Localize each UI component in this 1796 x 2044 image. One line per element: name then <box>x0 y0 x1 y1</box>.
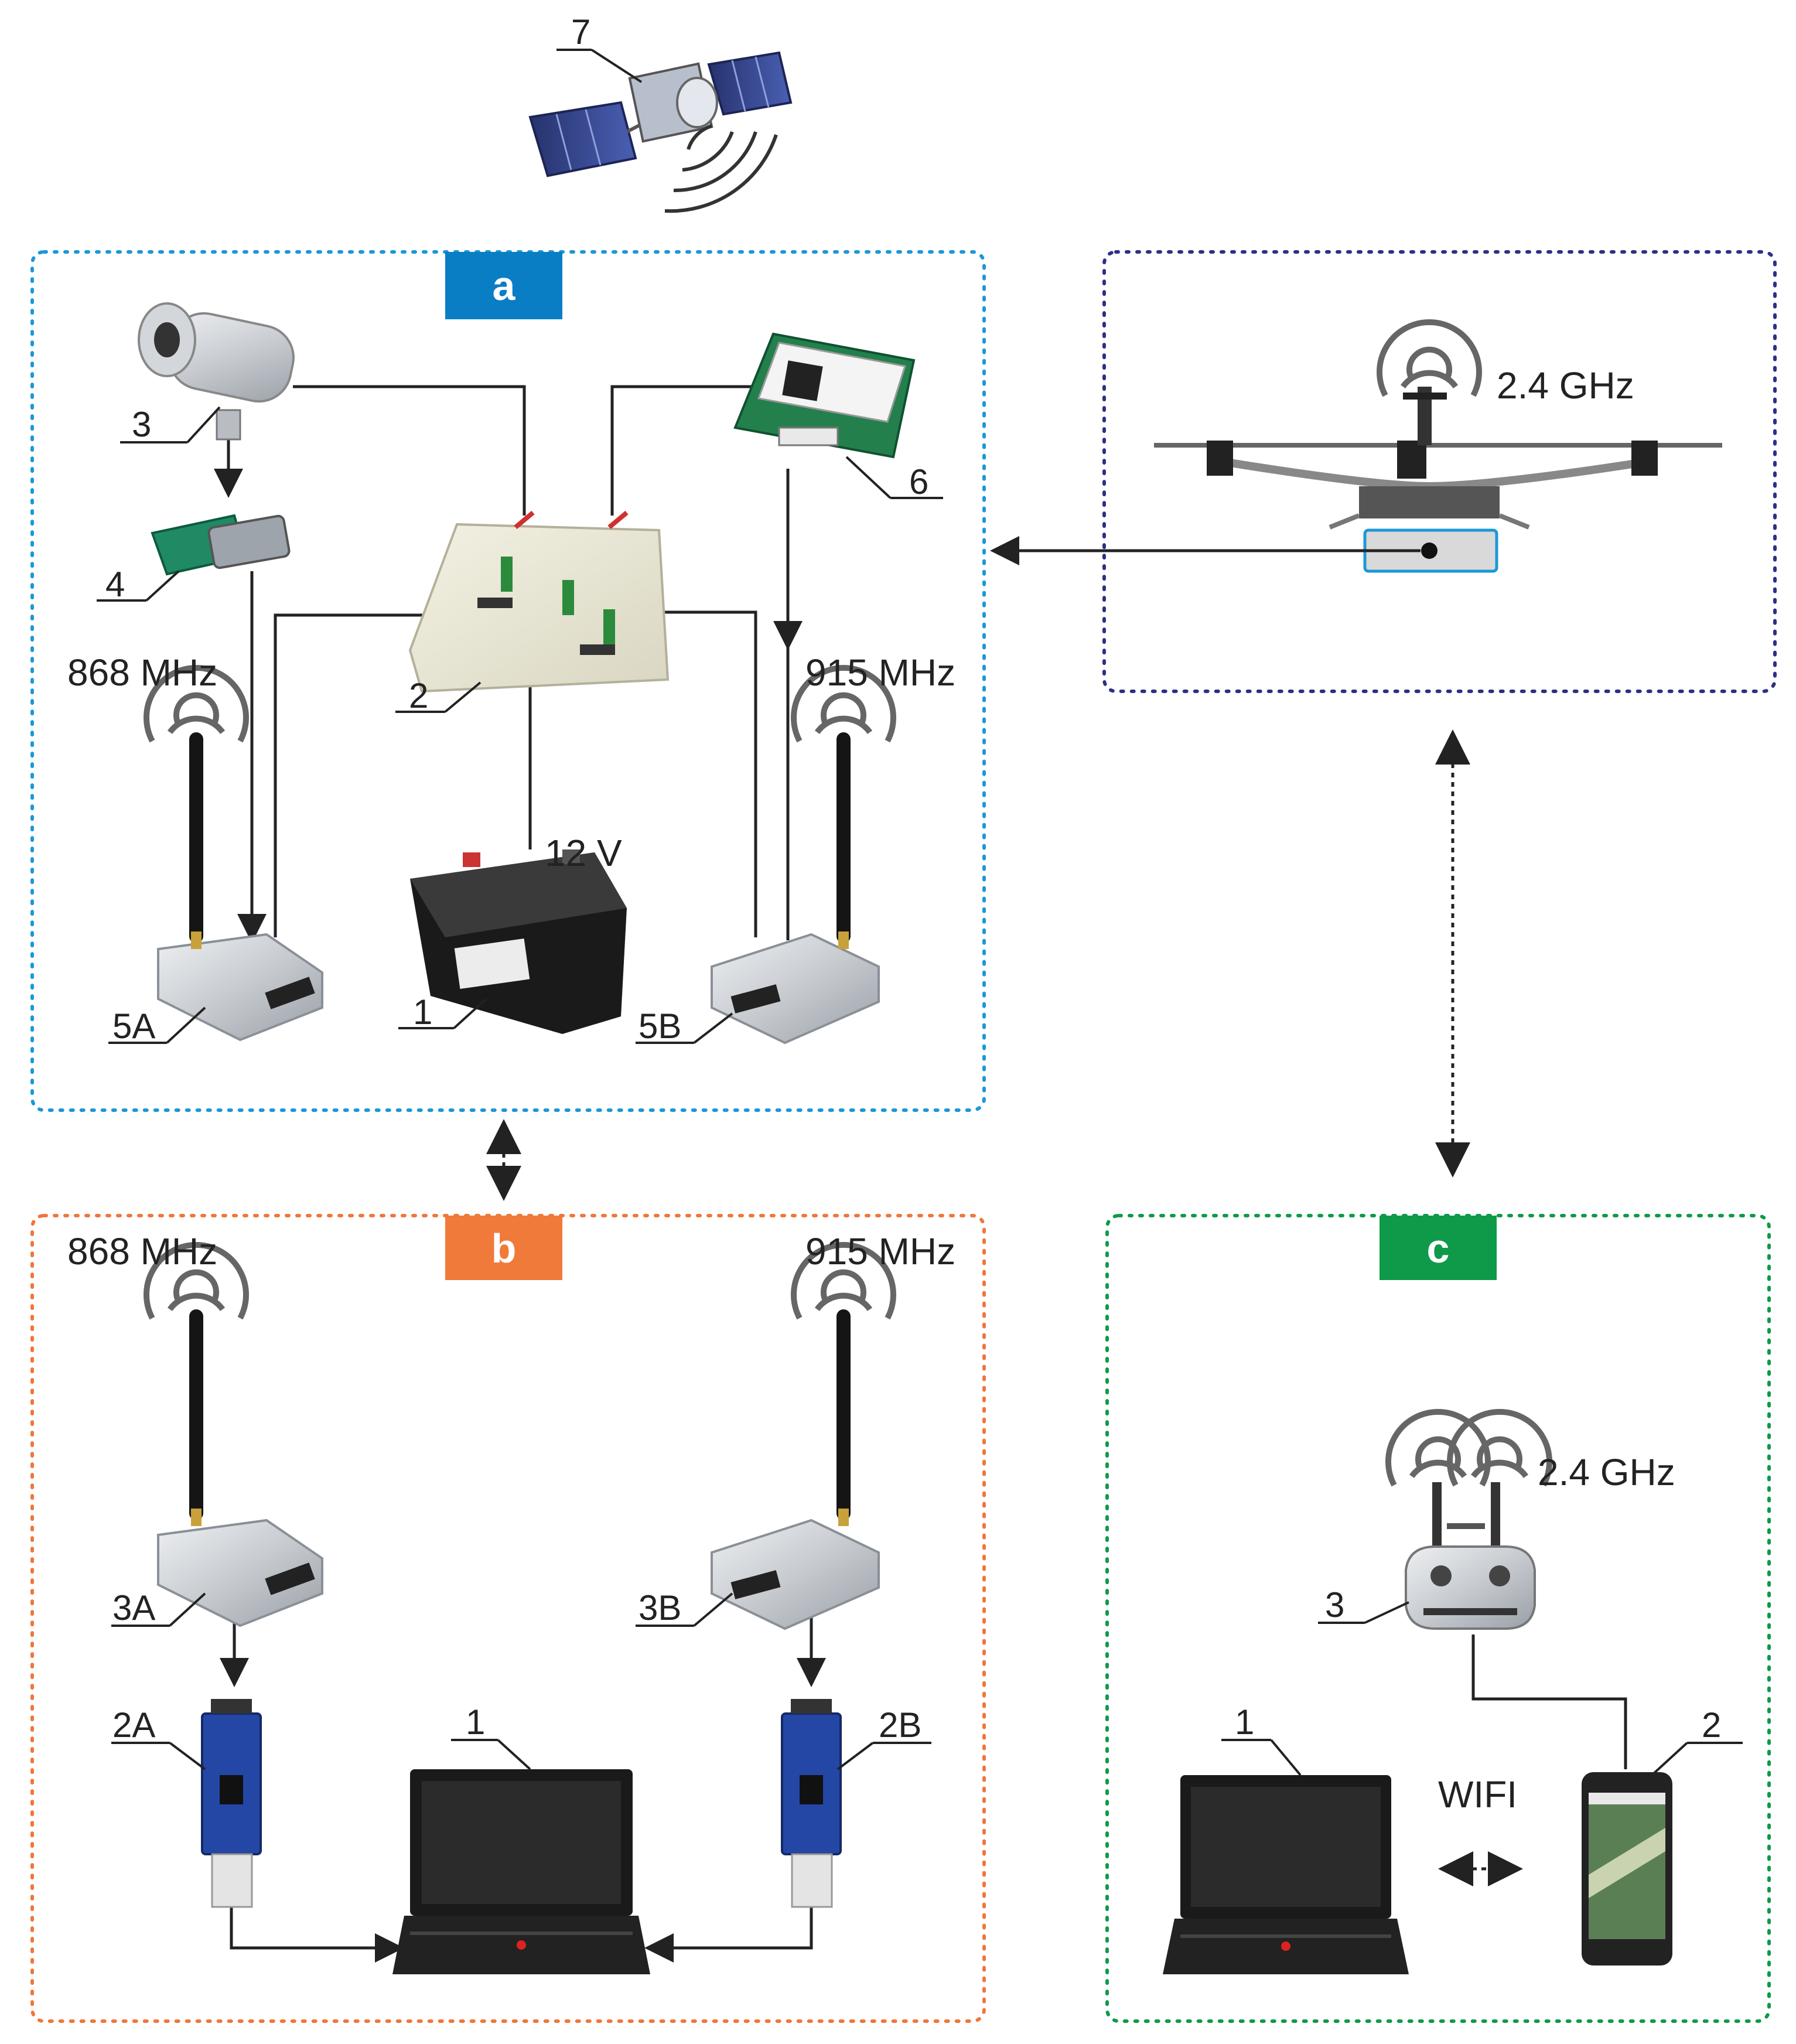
freq-868-b: 868 MHz <box>67 1230 217 1272</box>
label-controller-board: 2 <box>409 676 428 715</box>
label-radio-5a: 5A <box>112 1006 155 1046</box>
remote-to-phone-wire <box>1471 1634 1627 1769</box>
freq-915-a: 915 MHz <box>805 651 955 694</box>
laptop-b-icon <box>392 1769 650 1974</box>
label-usb-2a: 2A <box>112 1705 155 1745</box>
panel-b-badge-label: b <box>491 1226 517 1271</box>
radio-module-5a-icon <box>157 732 323 1042</box>
label-radio-3a: 3A <box>112 1588 155 1627</box>
radio-module-5b-icon <box>711 732 880 1045</box>
panel-a-badge-label: a <box>493 263 516 309</box>
gps-module-icon <box>733 332 916 459</box>
satellite-label: 7 <box>571 12 590 52</box>
usb-adapter-2b-icon <box>781 1699 842 1908</box>
drone-panel-frame <box>1102 250 1777 693</box>
freq-868-a: 868 MHz <box>67 651 217 694</box>
label-laptop-b: 1 <box>466 1702 485 1742</box>
camera-icon <box>138 302 295 441</box>
drone-icon <box>1154 387 1722 573</box>
label-camera: 3 <box>132 405 151 444</box>
label-radio-3b: 3B <box>638 1588 681 1627</box>
wifi-label: WIFI <box>1438 1773 1517 1816</box>
radio-module-3a-icon <box>157 1309 323 1627</box>
label-usb-2b: 2B <box>879 1705 921 1745</box>
panel-c-badge: c <box>1380 1216 1497 1280</box>
signal-waves-icon <box>664 124 778 213</box>
drone-freq: 2.4 GHz <box>1497 364 1634 407</box>
label-gps: 6 <box>909 462 928 501</box>
battery-voltage: 12 V <box>545 832 622 874</box>
label-battery: 1 <box>413 992 432 1032</box>
label-radio-5b: 5B <box>638 1006 681 1046</box>
freq-915-b: 915 MHz <box>805 1230 955 1272</box>
satellite-icon <box>528 51 793 178</box>
controller-board-icon <box>408 510 670 693</box>
label-remote-controller: 3 <box>1325 1585 1344 1625</box>
radio-module-3b-icon <box>711 1309 880 1630</box>
label-laptop-c: 1 <box>1235 1702 1254 1742</box>
converter-icon <box>151 514 291 576</box>
panel-b-badge: b <box>445 1216 562 1280</box>
usb-adapter-2a-icon <box>201 1699 262 1908</box>
panel-a-badge: a <box>445 252 562 319</box>
laptop-c-icon <box>1163 1775 1409 1974</box>
label-converter: 4 <box>105 565 125 604</box>
remote-freq: 2.4 GHz <box>1538 1451 1675 1493</box>
panel-c-badge-label: c <box>1427 1226 1450 1271</box>
panel-a-wires <box>214 385 803 943</box>
remote-controller-icon <box>1405 1482 1536 1630</box>
label-phone: 2 <box>1702 1705 1721 1745</box>
drone-antenna-waves-icon <box>1380 322 1479 395</box>
satellite: 7 <box>528 12 793 213</box>
battery-icon <box>410 849 627 1034</box>
phone-icon <box>1582 1772 1672 1965</box>
